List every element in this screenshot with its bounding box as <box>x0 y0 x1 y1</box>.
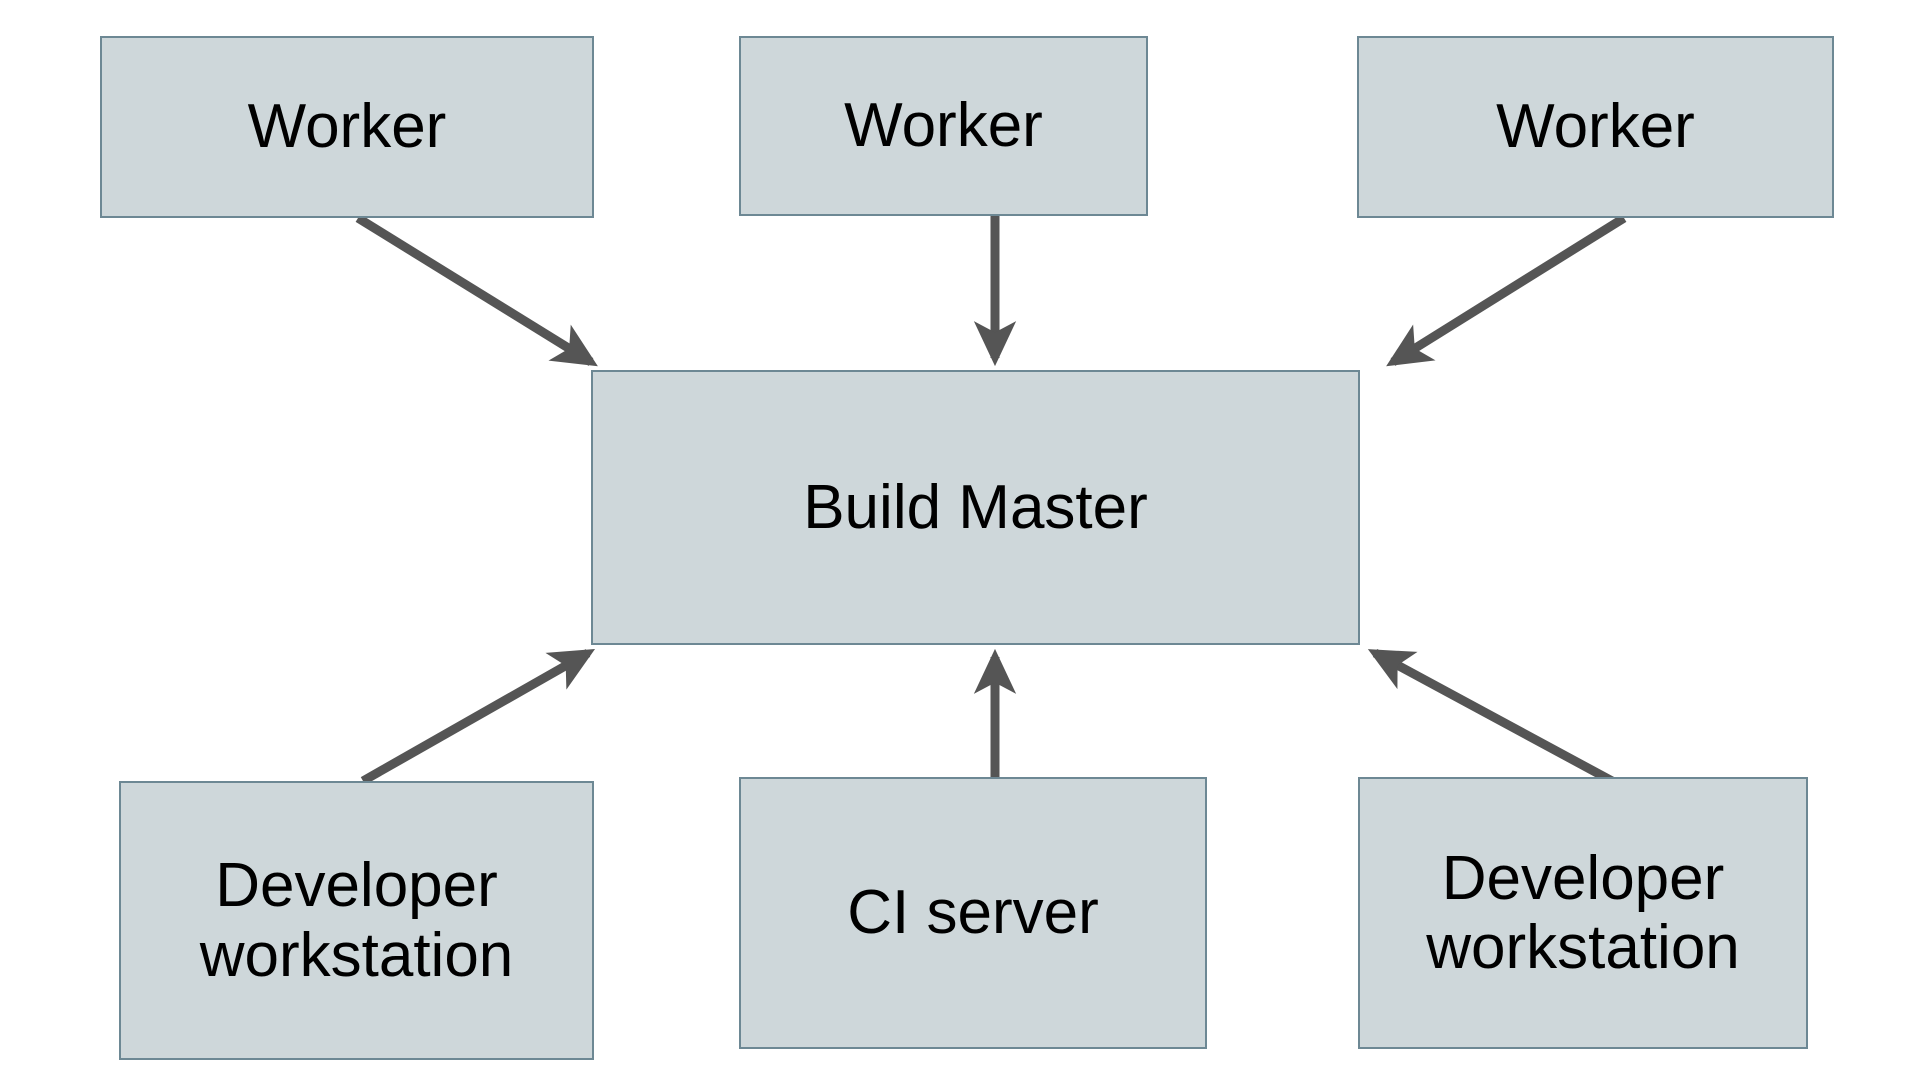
node-build-master-label: Build Master <box>803 472 1148 542</box>
node-worker-3[interactable]: Worker <box>1357 36 1834 218</box>
edge-dev-ws-left-to-build-master <box>360 648 596 785</box>
node-worker-1[interactable]: Worker <box>100 36 594 218</box>
edge-dev-ws-right-to-build-master <box>1367 649 1615 785</box>
edge-worker-1-to-build-master <box>355 214 598 367</box>
node-developer-workstation-right-label: Developer workstation <box>1426 843 1740 982</box>
edge-worker-3-to-build-master <box>1386 214 1627 367</box>
node-ci-server-label: CI server <box>847 878 1099 948</box>
node-developer-workstation-left-label: Developer workstation <box>199 851 514 990</box>
node-worker-1-label: Worker <box>247 92 447 162</box>
node-developer-workstation-right[interactable]: Developer workstation <box>1358 777 1808 1049</box>
node-ci-server[interactable]: CI server <box>739 777 1207 1049</box>
node-worker-2-label: Worker <box>844 91 1043 161</box>
node-worker-3-label: Worker <box>1496 92 1695 162</box>
node-developer-workstation-left[interactable]: Developer workstation <box>119 781 594 1060</box>
node-build-master[interactable]: Build Master <box>591 370 1360 645</box>
node-worker-2[interactable]: Worker <box>739 36 1148 216</box>
